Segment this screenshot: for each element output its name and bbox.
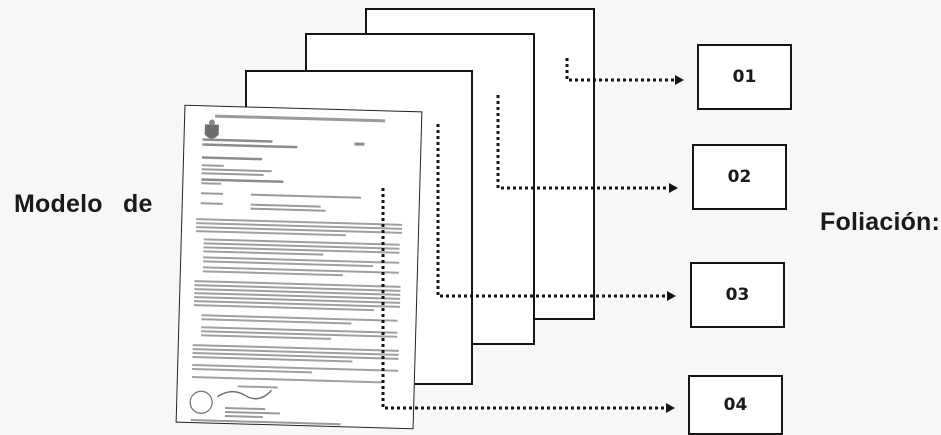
folio-box-02: 02 [692,144,787,210]
caption-word-modelo: Modelo [14,190,103,218]
folio-box-04: 04 [688,375,783,435]
folio-number: 02 [727,167,752,187]
folio-number: 01 [732,67,757,87]
connector-layer [381,58,684,413]
folio-box-03: 03 [690,262,785,328]
connector-arrow-02 [496,95,678,193]
caption-word-de: de [123,190,153,218]
scanned-document-page [175,104,423,430]
connector-arrow-04 [381,188,675,413]
connector-arrow-03 [436,124,676,301]
foliation-diagram: Modelo de Foliación: [14,8,941,435]
caption-word-foliacion: Foliación: [820,208,941,236]
folio-number: 04 [723,395,748,415]
coat-of-arms-icon [204,119,219,139]
signature-icon [216,389,273,400]
seal-icon [189,390,213,414]
connector-arrow-01 [565,58,684,85]
scanned-document-content [189,114,403,426]
folio-box-01: 01 [697,44,792,110]
folio-number: 03 [725,285,750,305]
